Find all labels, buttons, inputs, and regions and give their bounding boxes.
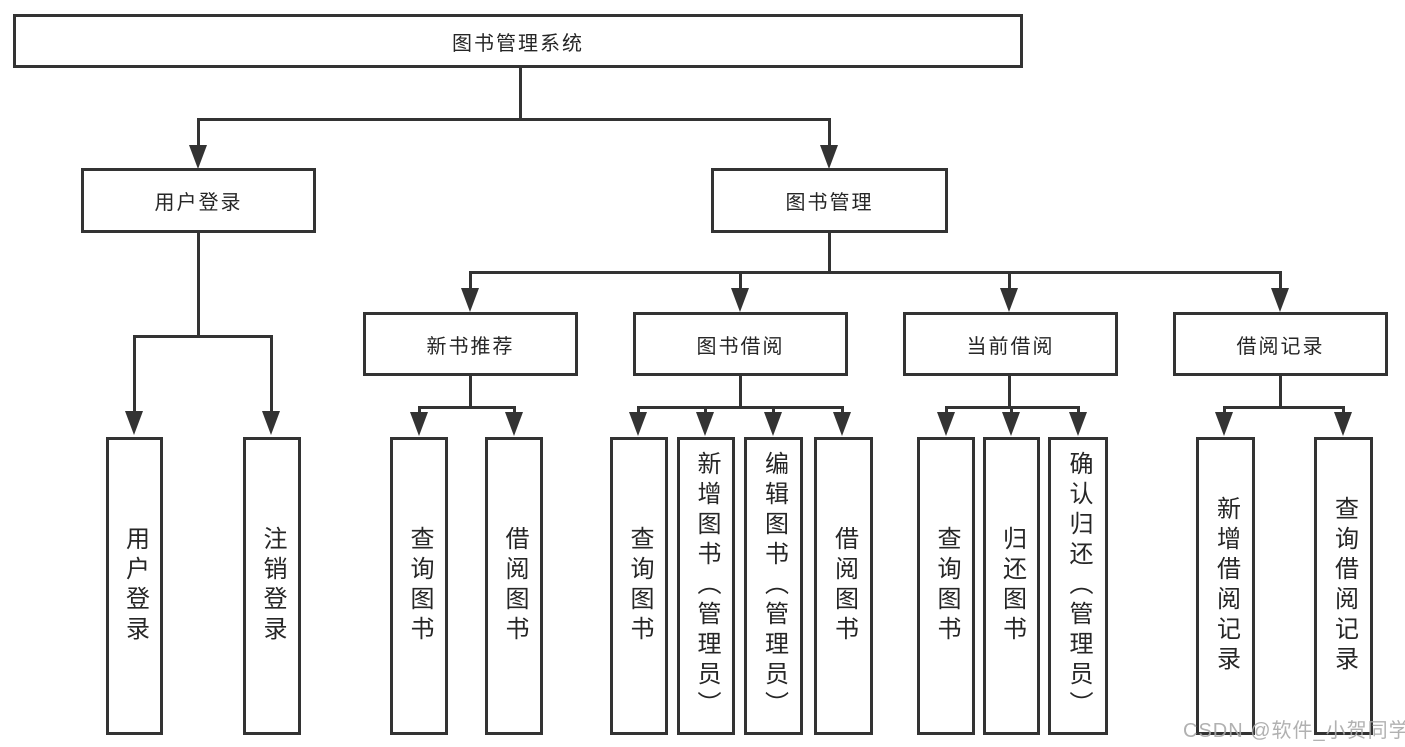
arrowhead-down-icon [125, 411, 143, 435]
connector-line [1223, 406, 1226, 416]
arrowhead-down-icon [189, 145, 207, 169]
leaf-add-book-admin-label: 新增图书（管理员） [693, 451, 720, 721]
leaf-borrow-books-borrow: 借阅图书 [814, 437, 873, 735]
arrowhead-down-icon [764, 412, 782, 436]
connector-line [513, 406, 516, 416]
connector-line [469, 376, 472, 406]
arrowhead-down-icon [629, 412, 647, 436]
node-current-borrow: 当前借阅 [903, 312, 1118, 376]
connector-line [133, 335, 273, 338]
leaf-query-books-current: 查询图书 [917, 437, 975, 735]
leaf-query-borrow-record: 查询借阅记录 [1314, 437, 1373, 735]
arrowhead-down-icon [1000, 288, 1018, 312]
leaf-user-login-label: 用户登录 [121, 526, 149, 646]
leaf-edit-book-admin: 编辑图书（管理员） [744, 437, 803, 735]
connector-line [704, 406, 707, 416]
node-book-borrow-label: 图书借阅 [696, 335, 785, 358]
arrowhead-down-icon [262, 411, 280, 435]
connector-line [469, 271, 1282, 274]
connector-line [519, 68, 522, 118]
arrowhead-down-icon [410, 412, 428, 436]
arrowhead-down-icon [937, 412, 955, 436]
connector-line [637, 406, 844, 409]
connector-line [197, 118, 831, 121]
connector-line [772, 406, 775, 416]
root-node: 图书管理系统 [13, 14, 1023, 68]
connector-line [739, 271, 742, 291]
root-node-label: 图书管理系统 [452, 32, 584, 55]
leaf-add-borrow-record: 新增借阅记录 [1196, 437, 1255, 735]
leaf-logout-login-label: 注销登录 [259, 526, 286, 646]
arrowhead-down-icon [1271, 288, 1289, 312]
connector-line [469, 271, 472, 291]
node-book-management-label: 图书管理 [785, 192, 874, 214]
leaf-query-borrow-record-label: 查询借阅记录 [1330, 496, 1358, 676]
arrowhead-down-icon [461, 288, 479, 312]
arrowhead-down-icon [731, 288, 749, 312]
leaf-query-books-current-label: 查询图书 [933, 526, 960, 646]
leaf-confirm-return-admin-label: 确认归还（管理员） [1065, 451, 1092, 721]
connector-line [637, 406, 640, 416]
leaf-query-books-recommend: 查询图书 [390, 437, 448, 735]
arrowhead-down-icon [505, 412, 523, 436]
leaf-user-login: 用户登录 [106, 437, 163, 735]
node-new-book-recommend-label: 新书推荐 [426, 335, 515, 358]
connector-line [197, 233, 200, 335]
arrowhead-down-icon [833, 412, 851, 436]
leaf-logout-login: 注销登录 [243, 437, 301, 735]
node-new-book-recommend: 新书推荐 [363, 312, 578, 376]
connector-line [1010, 406, 1013, 416]
leaf-query-books-borrow-label: 查询图书 [626, 526, 653, 646]
node-borrow-record: 借阅记录 [1173, 312, 1388, 376]
connector-line [828, 118, 831, 148]
connector-line [828, 233, 831, 271]
connector-line [945, 406, 948, 416]
node-borrow-record-label: 借阅记录 [1236, 335, 1325, 358]
connector-line [197, 118, 200, 148]
node-book-management: 图书管理 [711, 168, 948, 233]
node-book-borrow: 图书借阅 [633, 312, 848, 376]
leaf-edit-book-admin-label: 编辑图书（管理员） [760, 451, 788, 721]
arrowhead-down-icon [1069, 412, 1087, 436]
leaf-borrow-books-recommend: 借阅图书 [485, 437, 543, 735]
leaf-return-book-label: 归还图书 [998, 526, 1026, 646]
arrowhead-down-icon [696, 412, 714, 436]
leaf-borrow-books-borrow-label: 借阅图书 [830, 526, 858, 646]
node-current-borrow-label: 当前借阅 [966, 335, 1055, 358]
connector-line [1008, 271, 1011, 291]
connector-line [1342, 406, 1345, 416]
leaf-add-borrow-record-label: 新增借阅记录 [1212, 496, 1240, 676]
arrowhead-down-icon [820, 145, 838, 169]
leaf-add-book-admin: 新增图书（管理员） [677, 437, 735, 735]
watermark: CSDN @软件_小贺同学 [1183, 720, 1405, 742]
connector-line [1279, 376, 1282, 406]
node-user-login: 用户登录 [81, 168, 316, 233]
connector-line [418, 406, 516, 409]
arrowhead-down-icon [1334, 412, 1352, 436]
connector-line [133, 335, 136, 413]
leaf-confirm-return-admin: 确认归还（管理员） [1048, 437, 1108, 735]
connector-line [739, 376, 742, 406]
leaf-return-book: 归还图书 [983, 437, 1040, 735]
arrowhead-down-icon [1002, 412, 1020, 436]
leaf-query-books-recommend-label: 查询图书 [406, 526, 433, 646]
arrowhead-down-icon [1215, 412, 1233, 436]
connector-line [418, 406, 421, 416]
leaf-borrow-books-recommend-label: 借阅图书 [501, 526, 528, 646]
leaf-query-books-borrow: 查询图书 [610, 437, 668, 735]
connector-line [1223, 406, 1344, 409]
connector-line [841, 406, 844, 416]
connector-line [1077, 406, 1080, 416]
connector-line [1008, 376, 1011, 406]
connector-line [1279, 271, 1282, 291]
connector-line [270, 335, 273, 413]
node-user-login-label: 用户登录 [154, 192, 243, 214]
